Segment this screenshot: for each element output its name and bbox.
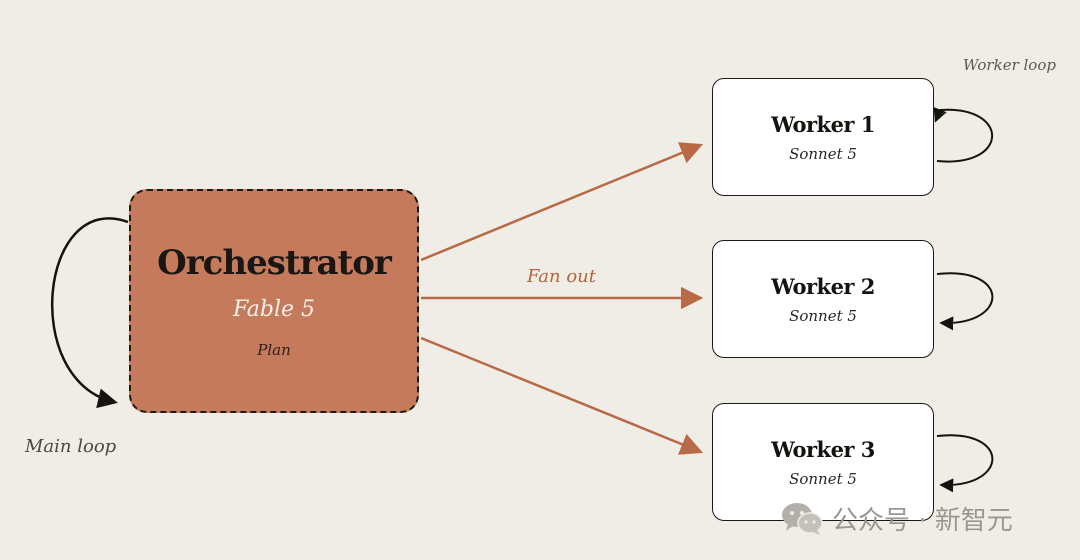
orchestrator-title: Orchestrator: [157, 243, 392, 283]
worker-loop-label: Worker loop: [963, 56, 1056, 74]
worker-node-2: Worker 2 Sonnet 5: [712, 240, 934, 358]
worker-title: Worker 2: [771, 274, 875, 299]
fan-out-arrow-worker-3: [420, 336, 704, 455]
watermark: 公众号 · 新智元: [780, 498, 1013, 538]
worker-2-loop-arrow: [936, 272, 994, 331]
worker-node-3: Worker 3 Sonnet 5: [712, 403, 934, 521]
orchestrator-role: Plan: [257, 341, 291, 359]
main-loop-label: Main loop: [25, 436, 117, 457]
worker-model: Sonnet 5: [789, 145, 857, 163]
orchestrator-model: Fable 5: [232, 297, 316, 322]
wechat-icon: [782, 503, 823, 535]
fan-out-arrow-worker-1: [420, 142, 704, 262]
worker-title: Worker 1: [771, 112, 875, 137]
worker-title: Worker 3: [771, 437, 875, 462]
orchestrator-node: Orchestrator Fable 5 Plan: [129, 189, 419, 413]
worker-3-loop-arrow: [936, 434, 994, 493]
watermark-text: 公众号 · 新智元: [832, 505, 1013, 536]
worker-1-loop-arrow: [933, 107, 993, 163]
worker-model: Sonnet 5: [789, 307, 857, 325]
worker-node-1: Worker 1 Sonnet 5: [712, 78, 934, 196]
fan-out-label: Fan out: [527, 266, 596, 287]
main-loop-arrow: [50, 217, 129, 409]
worker-model: Sonnet 5: [789, 470, 857, 488]
